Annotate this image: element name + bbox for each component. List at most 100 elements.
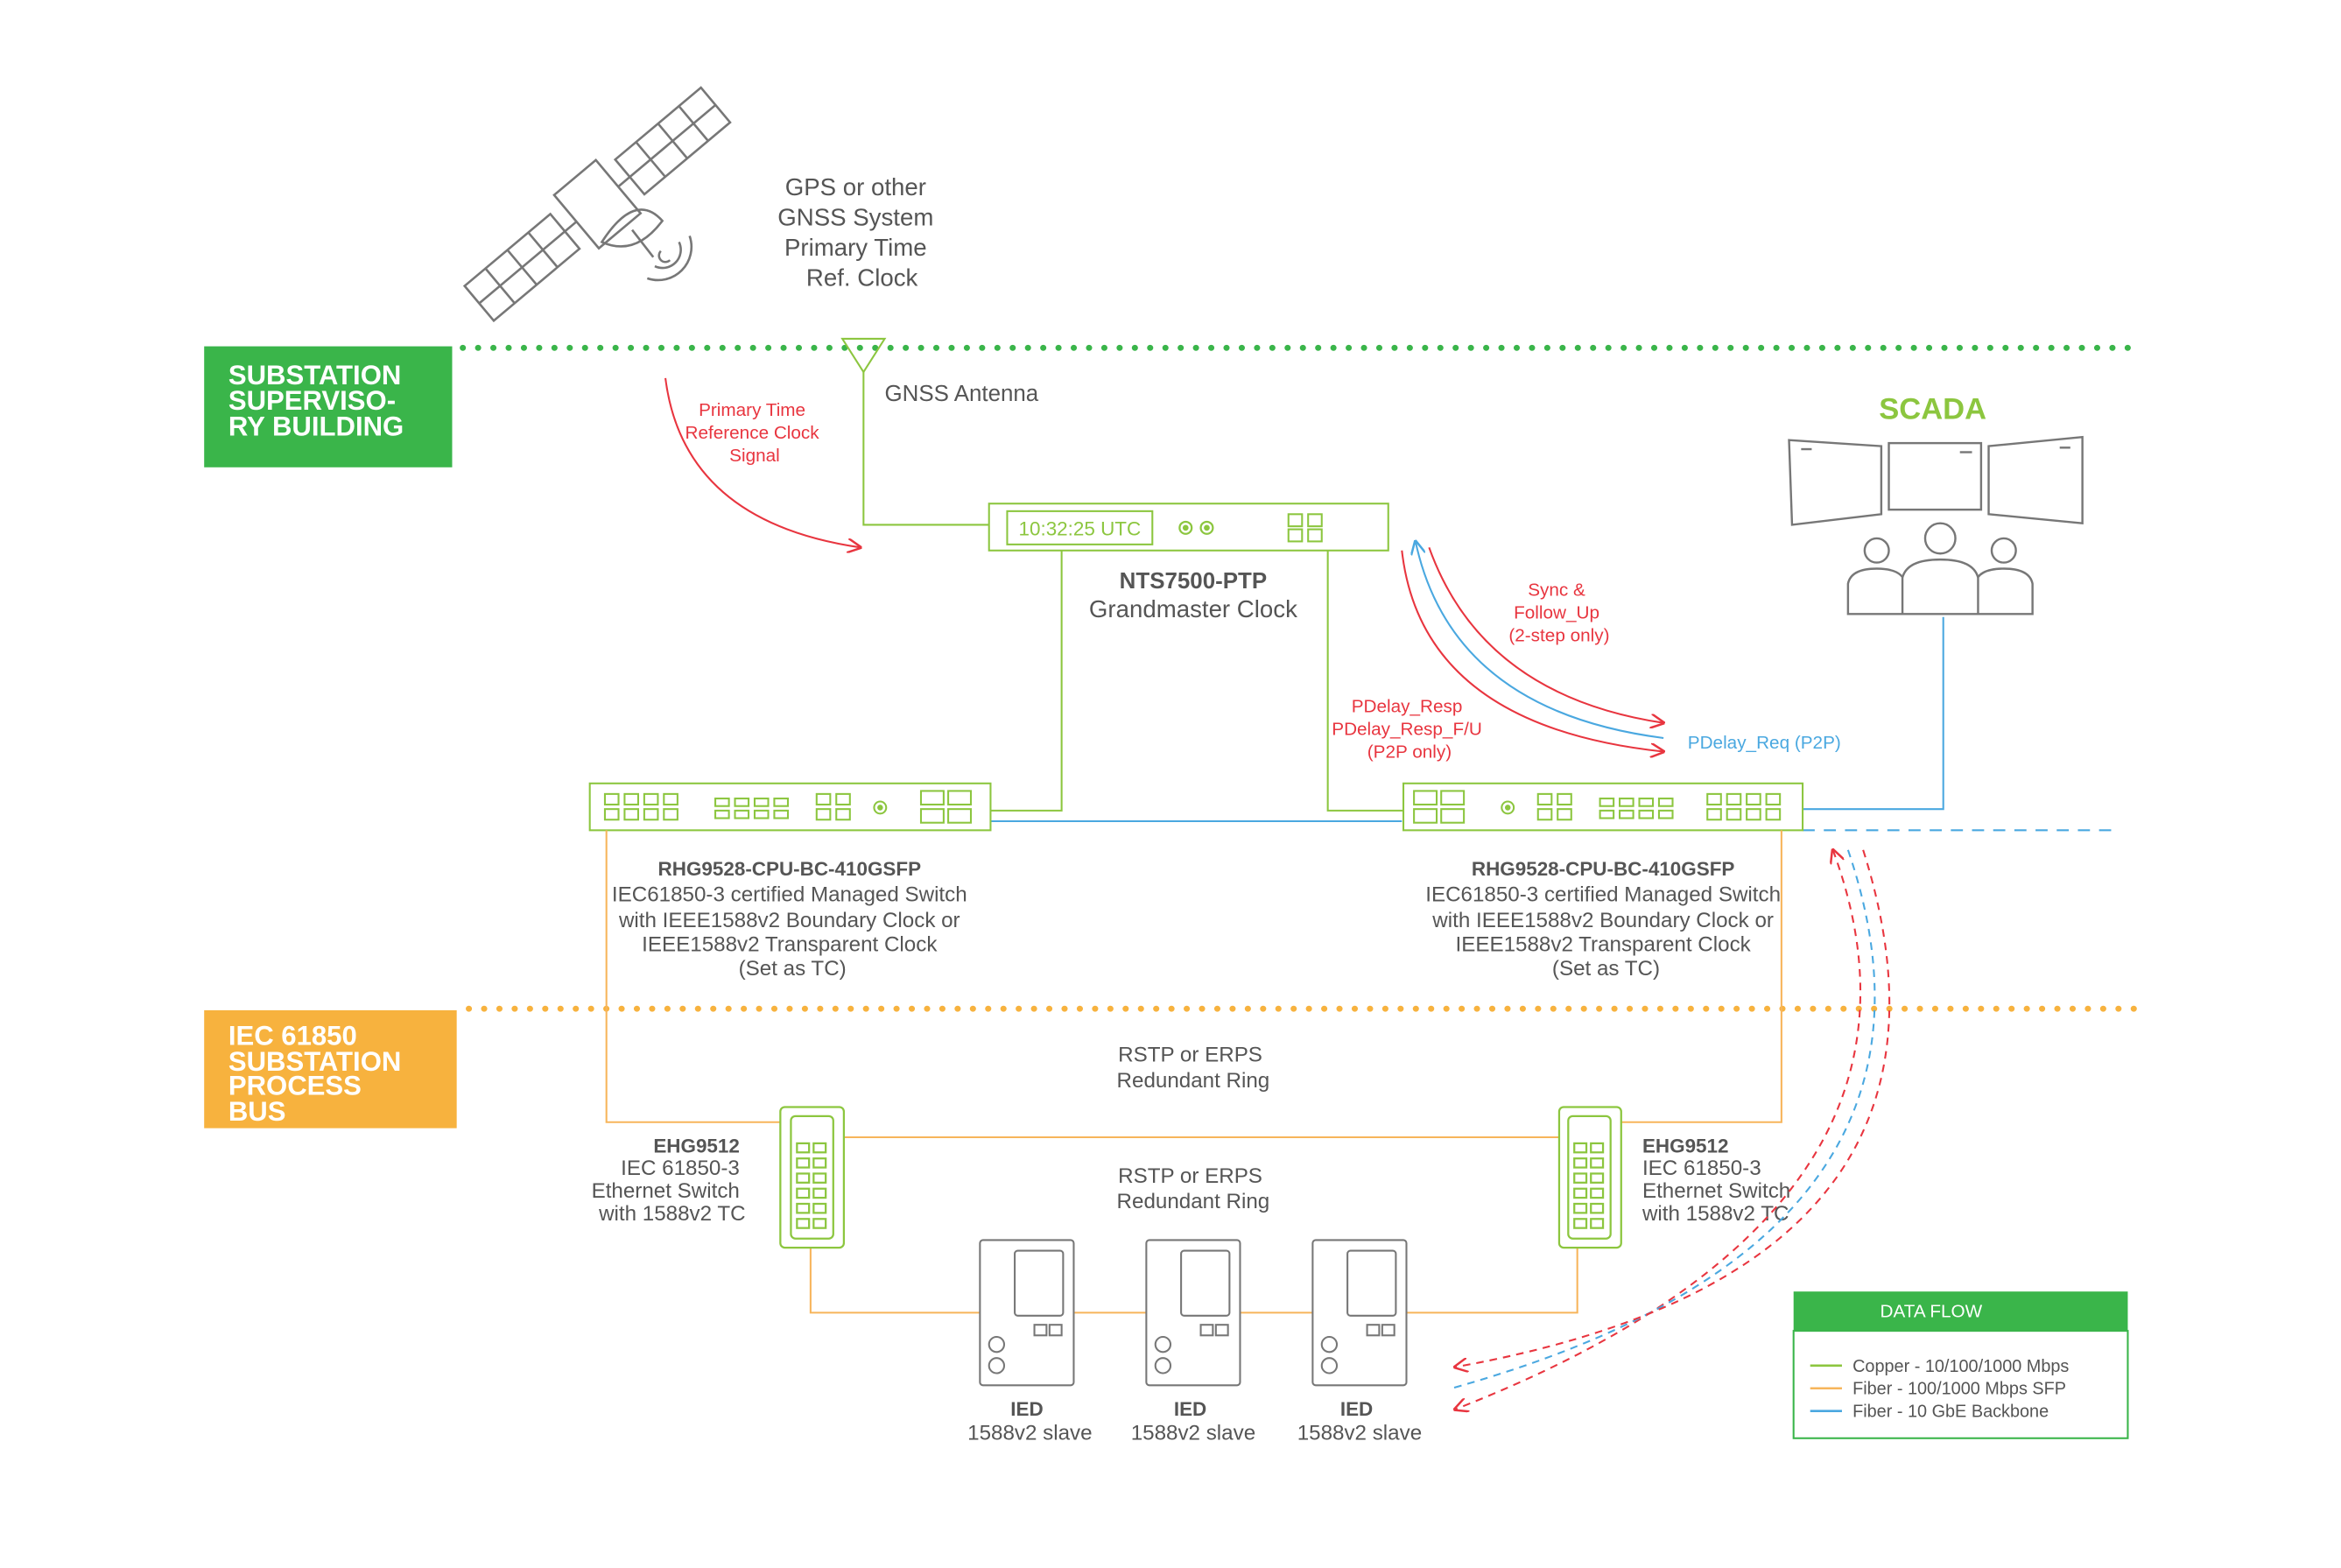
legend-item-backbone: Fiber - 10 GbE Backbone [1852, 1403, 2049, 1422]
ied-role: 1588v2 slave [1297, 1421, 1422, 1445]
sync-label: Sync & Follow_Up (2-step only) [1508, 580, 1609, 646]
ied-name: IED [1174, 1398, 1206, 1420]
satellite-icon [462, 86, 732, 323]
core-switch-right-line: (Set as TC) [1552, 957, 1660, 981]
core-switch-left-line: IEC61850-3 certified Managed Switch [612, 883, 967, 907]
edge-switch-right-label: EHG9512 IEC 61850-3 Ethernet Switch with… [1642, 1134, 1796, 1226]
supervisory-zone-line: RY BUILDING [228, 411, 404, 442]
ied-label: IED 1588v2 slave [1297, 1397, 1422, 1445]
primary-ref-label: Primary Time Reference Clock Signal [685, 400, 825, 466]
legend-box [1792, 1330, 2129, 1439]
process-zone-line: SUBSTATION [228, 1045, 402, 1077]
core-switch-right-line: with IEEE1588v2 Boundary Clock or [1431, 909, 1774, 932]
primary-ref-line: Primary Time [699, 400, 805, 420]
copper-links [862, 371, 1404, 812]
gnss-antenna-icon [840, 337, 887, 374]
pdelay-resp-line: PDelay_Resp_F/U [1332, 720, 1482, 740]
process-zone-banner: IEC 61850 SUBSTATION PROCESS BUS [204, 1009, 457, 1129]
supervisory-zone-line: SUBSTATION [228, 360, 402, 390]
ied-device [1145, 1239, 1241, 1387]
edge-switch-left-label: EHG9512 IEC 61850-3 Ethernet Switch with… [592, 1134, 746, 1226]
gnss-antenna-label: GNSS Antenna [885, 382, 1039, 406]
grandmaster-description: Grandmaster Clock [1089, 595, 1297, 622]
sync-label-line: Follow_Up [1514, 603, 1599, 623]
legend: DATA FLOW Copper - 10/100/1000 Mbps Fibe… [1792, 1291, 2129, 1439]
edge-switch-left-line: IEC 61850-3 [621, 1157, 740, 1180]
pdelay-req-arrow [1416, 541, 1664, 739]
legend-item-copper: Copper - 10/100/1000 Mbps [1852, 1357, 2069, 1376]
ied-name: IED [1340, 1398, 1373, 1420]
supervisory-zone-line: SUPERVISO- [228, 385, 397, 417]
grandmaster-leds [1178, 520, 1214, 535]
pdelay-req-label: PDelay_Req (P2P) [1688, 733, 1841, 753]
core-switch-left-line: (Set as TC) [739, 957, 847, 981]
pdelay-resp-line: (P2P only) [1367, 742, 1452, 762]
edge-switch-right-line: with 1588v2 TC [1642, 1202, 1789, 1226]
primary-ref-line: Signal [729, 446, 780, 466]
ied-role: 1588v2 slave [1131, 1421, 1255, 1445]
edge-switch-left [779, 1106, 846, 1249]
upper-ring-label: RSTP or ERPS Redundant Ring [1117, 1044, 1270, 1093]
sync-label-line: Sync & [1528, 580, 1585, 601]
edge-switch-right [1557, 1106, 1622, 1249]
core-switch-left [588, 782, 992, 832]
ied-delay-path [1452, 849, 1876, 1389]
core-switch-right-line: IEC61850-3 certified Managed Switch [1425, 883, 1781, 907]
ied-sync-path [1455, 850, 1861, 1410]
primary-ref-line: Reference Clock [685, 423, 820, 443]
pdelay-resp-line: PDelay_Resp [1352, 697, 1463, 717]
gnss-label: GPS or other GNSS System Primary Time Re… [777, 173, 940, 292]
sync-arrow [1428, 546, 1663, 722]
backbone-links [990, 616, 2120, 832]
gnss-label-line: GNSS System [777, 203, 933, 230]
grandmaster-ports [1287, 513, 1323, 543]
edge-switch-left-line: with 1588v2 TC [598, 1202, 746, 1226]
ied-device [979, 1239, 1075, 1387]
core-switch-left-line: IEEE1588v2 Transparent Clock [642, 933, 938, 957]
lower-ring-line: RSTP or ERPS [1118, 1164, 1262, 1188]
process-zone-line: PROCESS [228, 1070, 362, 1101]
grandmaster-model: NTS7500-PTP [1120, 569, 1267, 594]
edge-switch-left-model: EHG9512 [653, 1135, 740, 1157]
supervisory-zone-banner: SUBSTATION SUPERVISO- RY BUILDING [204, 346, 453, 468]
ied-device [1311, 1239, 1408, 1387]
core-switch-right-model: RHG9528-CPU-BC-410GSFP [1472, 858, 1735, 880]
gnss-label-line: Ref. Clock [806, 264, 918, 291]
core-switch-right-line: IEEE1588v2 Transparent Clock [1456, 933, 1752, 957]
core-switch-left-line: with IEEE1588v2 Boundary Clock or [618, 909, 960, 932]
legend-header [1793, 1291, 2128, 1332]
pdelay-resp-label: PDelay_Resp PDelay_Resp_F/U (P2P only) [1332, 697, 1487, 763]
ied-label: IED 1588v2 slave [967, 1397, 1092, 1445]
edge-switch-left-line: Ethernet Switch [592, 1179, 740, 1203]
process-zone-line: BUS [228, 1095, 286, 1127]
core-switch-right [1402, 782, 1804, 832]
lower-ring-line: Redundant Ring [1117, 1190, 1270, 1213]
core-switch-left-label: RHG9528-CPU-BC-410GSFP IEC61850-3 certif… [612, 857, 974, 981]
core-switch-right-label: RHG9528-CPU-BC-410GSFP IEC61850-3 certif… [1425, 857, 1787, 981]
upper-ring-line: Redundant Ring [1117, 1069, 1270, 1093]
pdelay-resp-arrow [1401, 550, 1663, 752]
upper-ring-line: RSTP or ERPS [1118, 1044, 1262, 1067]
process-zone-line: IEC 61850 [228, 1020, 357, 1051]
legend-title: DATA FLOW [1881, 1302, 1983, 1322]
scada-operators-icon [1788, 435, 2084, 615]
gnss-label-line: GPS or other [785, 173, 926, 200]
scada-label: SCADA [1879, 392, 1986, 425]
gnss-label-line: Primary Time [784, 234, 927, 261]
edge-switch-right-model: EHG9512 [1642, 1135, 1729, 1157]
edge-switch-right-line: IEC 61850-3 [1642, 1157, 1761, 1180]
grandmaster-time: 10:32:25 UTC [1019, 517, 1142, 539]
ied-name: IED [1010, 1398, 1043, 1420]
core-switch-left-model: RHG9528-CPU-BC-410GSFP [658, 858, 922, 880]
sync-label-line: (2-step only) [1508, 625, 1609, 645]
primary-ref-arrow [664, 377, 861, 547]
ied-label: IED 1588v2 slave [1131, 1397, 1255, 1445]
ied-role: 1588v2 slave [967, 1421, 1092, 1445]
grandmaster-display [1006, 510, 1154, 545]
lower-ring-label: RSTP or ERPS Redundant Ring [1117, 1164, 1270, 1213]
edge-switch-right-line: Ethernet Switch [1642, 1179, 1790, 1203]
ied-resp-path [1455, 849, 1891, 1368]
legend-item-fiber: Fiber - 100/1000 Mbps SFP [1852, 1380, 2066, 1399]
grandmaster-clock: 10:32:25 UTC [988, 503, 1389, 552]
